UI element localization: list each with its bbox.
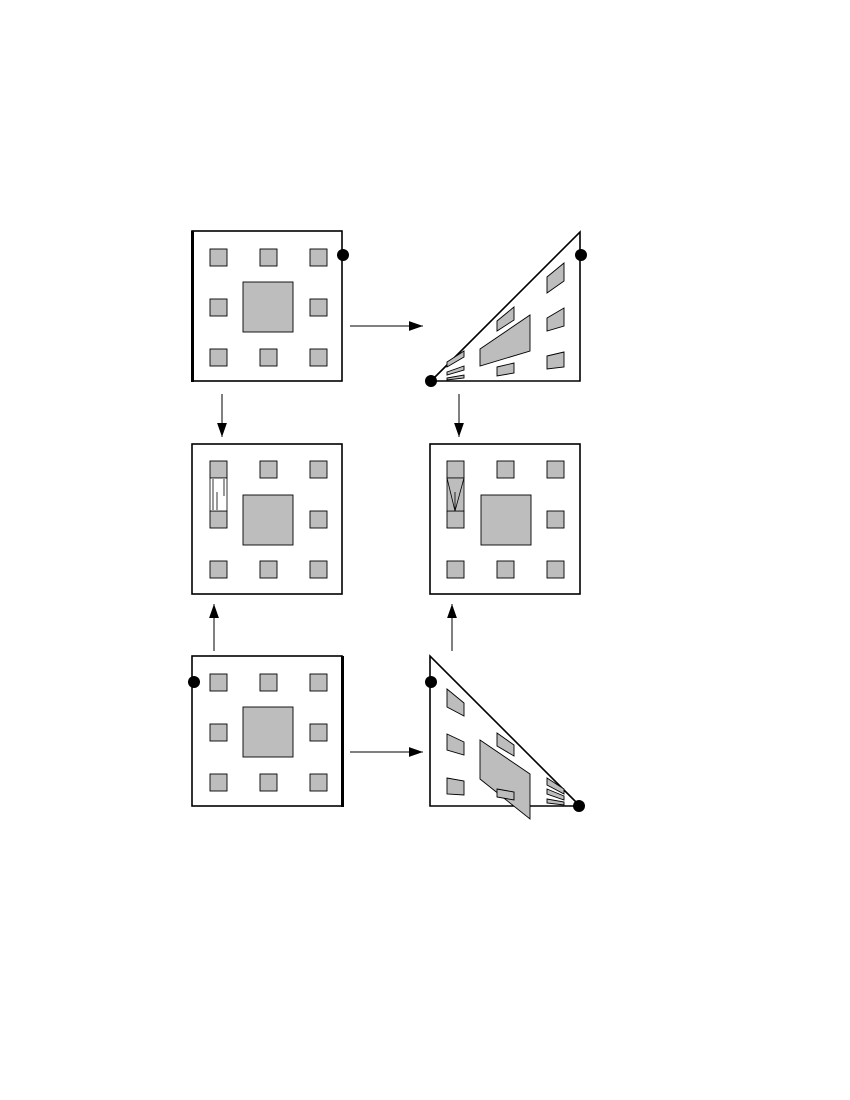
hole [546, 460, 565, 479]
center-hole [242, 706, 294, 758]
hole [446, 688, 465, 717]
hole [309, 560, 328, 579]
hole [309, 348, 328, 367]
hole [259, 673, 278, 692]
hole [309, 510, 328, 529]
glue-strip [209, 477, 228, 512]
vertex-dot [337, 249, 349, 261]
hole [446, 350, 465, 368]
vertex-dot [188, 676, 200, 688]
hole [546, 351, 565, 370]
vertex-dot [573, 800, 585, 812]
hole [546, 798, 565, 806]
hole [496, 362, 515, 377]
hole [309, 460, 328, 479]
hole [259, 348, 278, 367]
hole [309, 298, 328, 317]
hole [209, 460, 228, 479]
hole [546, 777, 565, 795]
glue-strip [446, 477, 465, 512]
hole [546, 262, 565, 294]
hole [309, 723, 328, 742]
hole [446, 733, 465, 756]
vertex-dot [575, 249, 587, 261]
vertex-dot [425, 676, 437, 688]
hole [496, 460, 515, 479]
hole [446, 460, 465, 479]
hole [446, 374, 465, 381]
hole [309, 773, 328, 792]
hole [209, 510, 228, 529]
arrows [209, 321, 464, 757]
hole [209, 348, 228, 367]
hole [259, 460, 278, 479]
hole [446, 560, 465, 579]
hole [496, 732, 515, 757]
hole [546, 510, 565, 529]
top-left-square [191, 230, 349, 382]
hole [309, 673, 328, 692]
bottom-left-square [188, 655, 344, 807]
hole [209, 773, 228, 792]
center-hole [479, 314, 531, 367]
hole [209, 723, 228, 742]
hole [259, 248, 278, 267]
hole [446, 510, 465, 529]
middle-left-square [191, 443, 343, 595]
hole [446, 365, 465, 376]
hole [209, 298, 228, 317]
vertex-dot [425, 375, 437, 387]
hole [209, 560, 228, 579]
bottom-right-triangle [425, 654, 585, 820]
hole [309, 248, 328, 267]
hole [546, 788, 565, 801]
hole [259, 773, 278, 792]
hole [546, 307, 565, 332]
middle-right-square [429, 443, 581, 595]
hole [259, 560, 278, 579]
hole [496, 306, 515, 332]
hole [546, 560, 565, 579]
top-right-triangle [425, 230, 587, 387]
center-hole [480, 494, 532, 546]
hole [496, 788, 515, 801]
hole [496, 560, 515, 579]
center-hole [242, 281, 294, 333]
hole [446, 777, 465, 796]
center-hole [242, 494, 294, 546]
center-hole [479, 739, 531, 820]
hole [209, 673, 228, 692]
hole [209, 248, 228, 267]
